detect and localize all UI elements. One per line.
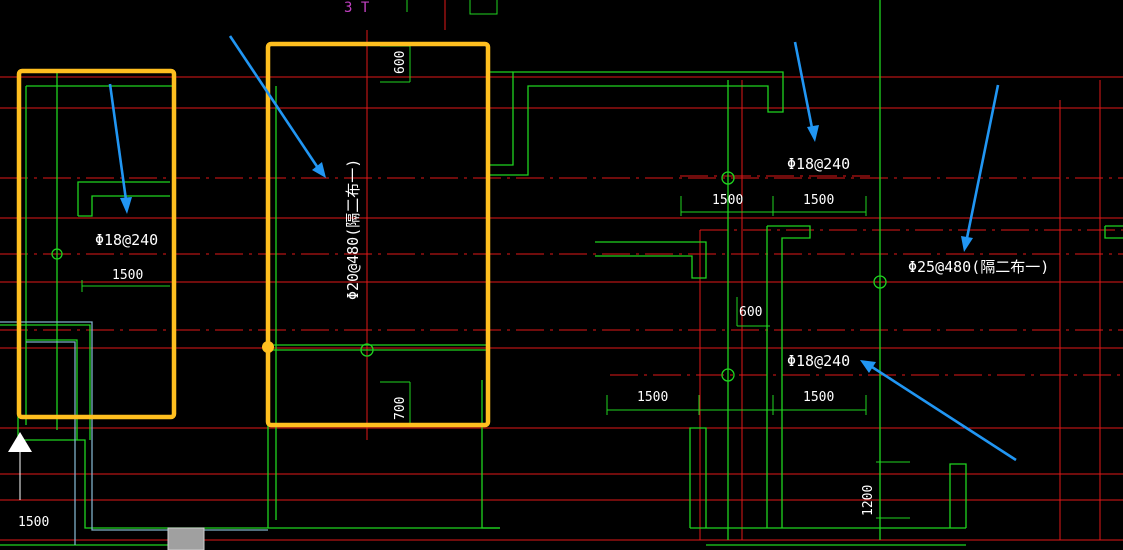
rebar-label-right-mid: Φ18@240 bbox=[787, 352, 850, 370]
dim-1500-r4: 1500 bbox=[803, 390, 834, 405]
dimension-lines bbox=[81, 45, 910, 519]
arrow-far-right bbox=[965, 84, 1000, 239]
arrow-left-box bbox=[108, 83, 128, 201]
rebar-label-left: Φ18@240 bbox=[95, 231, 158, 249]
dim-600-top: 600 bbox=[393, 51, 408, 74]
annotation-arrows bbox=[108, 35, 1017, 462]
dim-1500-r3: 1500 bbox=[637, 390, 668, 405]
dim-1500-bottom-left: 1500 bbox=[18, 515, 49, 530]
slab-edges bbox=[0, 321, 268, 545]
dim-700: 700 bbox=[393, 397, 408, 420]
highlight-box-left bbox=[16, 68, 177, 420]
rebar-label-center: Φ20@480(隔二布一) bbox=[344, 159, 362, 300]
column-pad bbox=[168, 528, 204, 550]
dim-1500-r2: 1500 bbox=[803, 193, 834, 208]
rebar-label-far-right: Φ25@480(隔二布一) bbox=[908, 258, 1049, 276]
rebar-markers bbox=[51, 171, 887, 382]
rebar-label-right-top: Φ18@240 bbox=[787, 155, 850, 173]
arrow-right-mid bbox=[871, 365, 1017, 462]
north-marker-icon bbox=[8, 432, 32, 452]
dim-600-mid: 600 bbox=[739, 305, 762, 320]
highlight-grip bbox=[262, 341, 274, 353]
top-fragment-text: 3 T bbox=[344, 0, 370, 16]
highlight-box-center bbox=[265, 41, 491, 428]
dim-1500-r1: 1500 bbox=[712, 193, 743, 208]
arrow-center-box bbox=[228, 35, 320, 169]
arrow-right-top bbox=[793, 41, 814, 129]
dim-1200: 1200 bbox=[861, 485, 876, 516]
dim-1500-left: 1500 bbox=[112, 268, 143, 283]
